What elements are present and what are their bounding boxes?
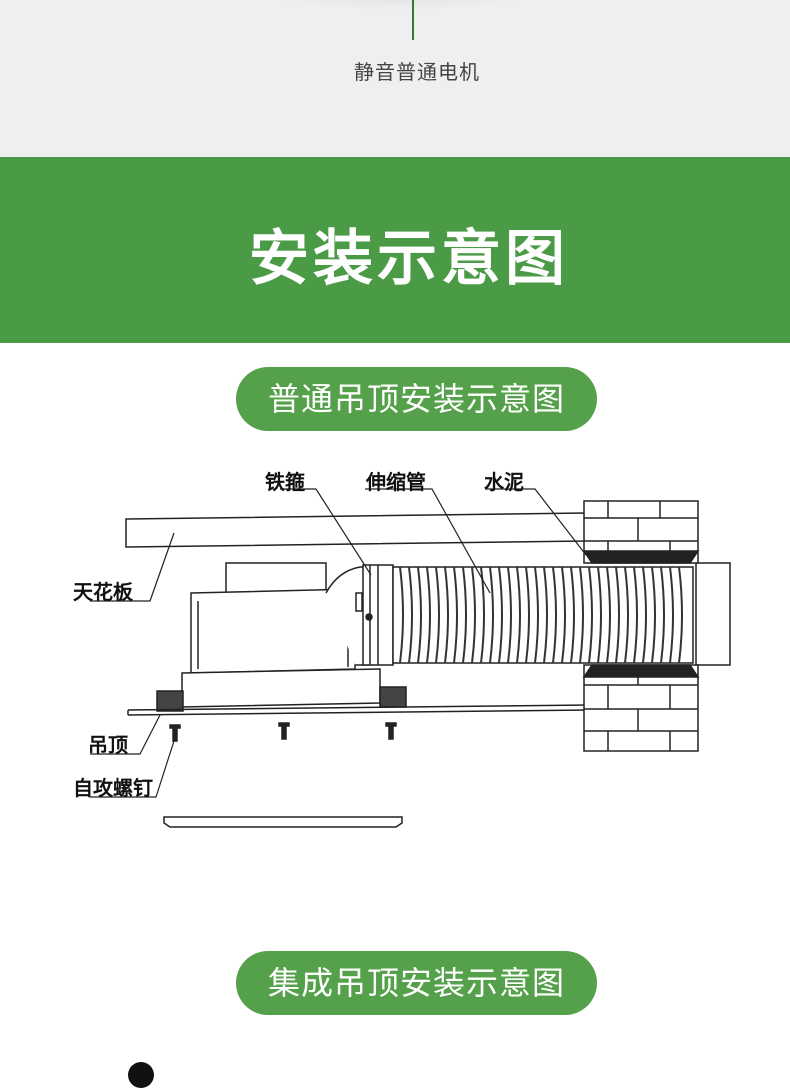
top-glow bbox=[255, 0, 545, 10]
right-seal bbox=[379, 686, 407, 708]
label-flex-pipe: 伸缩管 bbox=[366, 470, 426, 494]
suspended-ceiling-line bbox=[127, 704, 591, 711]
fan-base-housing bbox=[181, 668, 381, 708]
leader-lines bbox=[90, 488, 587, 798]
page-title: 安装示意图 bbox=[249, 224, 569, 294]
top-band bbox=[0, 0, 790, 157]
brick-wall-lower bbox=[583, 664, 699, 752]
flex-pipe-ribs bbox=[399, 566, 683, 664]
flex-pipe bbox=[392, 566, 694, 664]
outlet-pipe bbox=[695, 562, 731, 666]
label-ceiling-board: 天花板 bbox=[73, 580, 133, 604]
fan-top-cap bbox=[225, 562, 327, 594]
cement-wedge-lower bbox=[582, 664, 700, 678]
ceiling-board-shape bbox=[125, 512, 586, 548]
top-divider-line bbox=[412, 0, 414, 40]
label-self-tapping-screw: 自攻螺钉 bbox=[73, 776, 153, 800]
label-suspended-ceiling: 吊顶 bbox=[88, 733, 128, 757]
grille-panel bbox=[163, 816, 403, 828]
cement-wedge-upper bbox=[582, 550, 700, 564]
title-banner bbox=[0, 157, 790, 343]
installation-diagram bbox=[90, 488, 731, 828]
next-diagram-fragment bbox=[128, 1062, 154, 1088]
screws bbox=[169, 722, 397, 742]
label-cement: 水泥 bbox=[484, 470, 524, 494]
left-seal bbox=[156, 690, 184, 712]
section-pill-ordinary-ceiling: 普通吊顶安装示意图 bbox=[236, 367, 597, 431]
motor-caption: 静音普通电机 bbox=[354, 60, 480, 84]
section-pill-integrated-ceiling: 集成吊顶安装示意图 bbox=[236, 951, 597, 1015]
label-hoop: 铁箍 bbox=[265, 470, 305, 494]
